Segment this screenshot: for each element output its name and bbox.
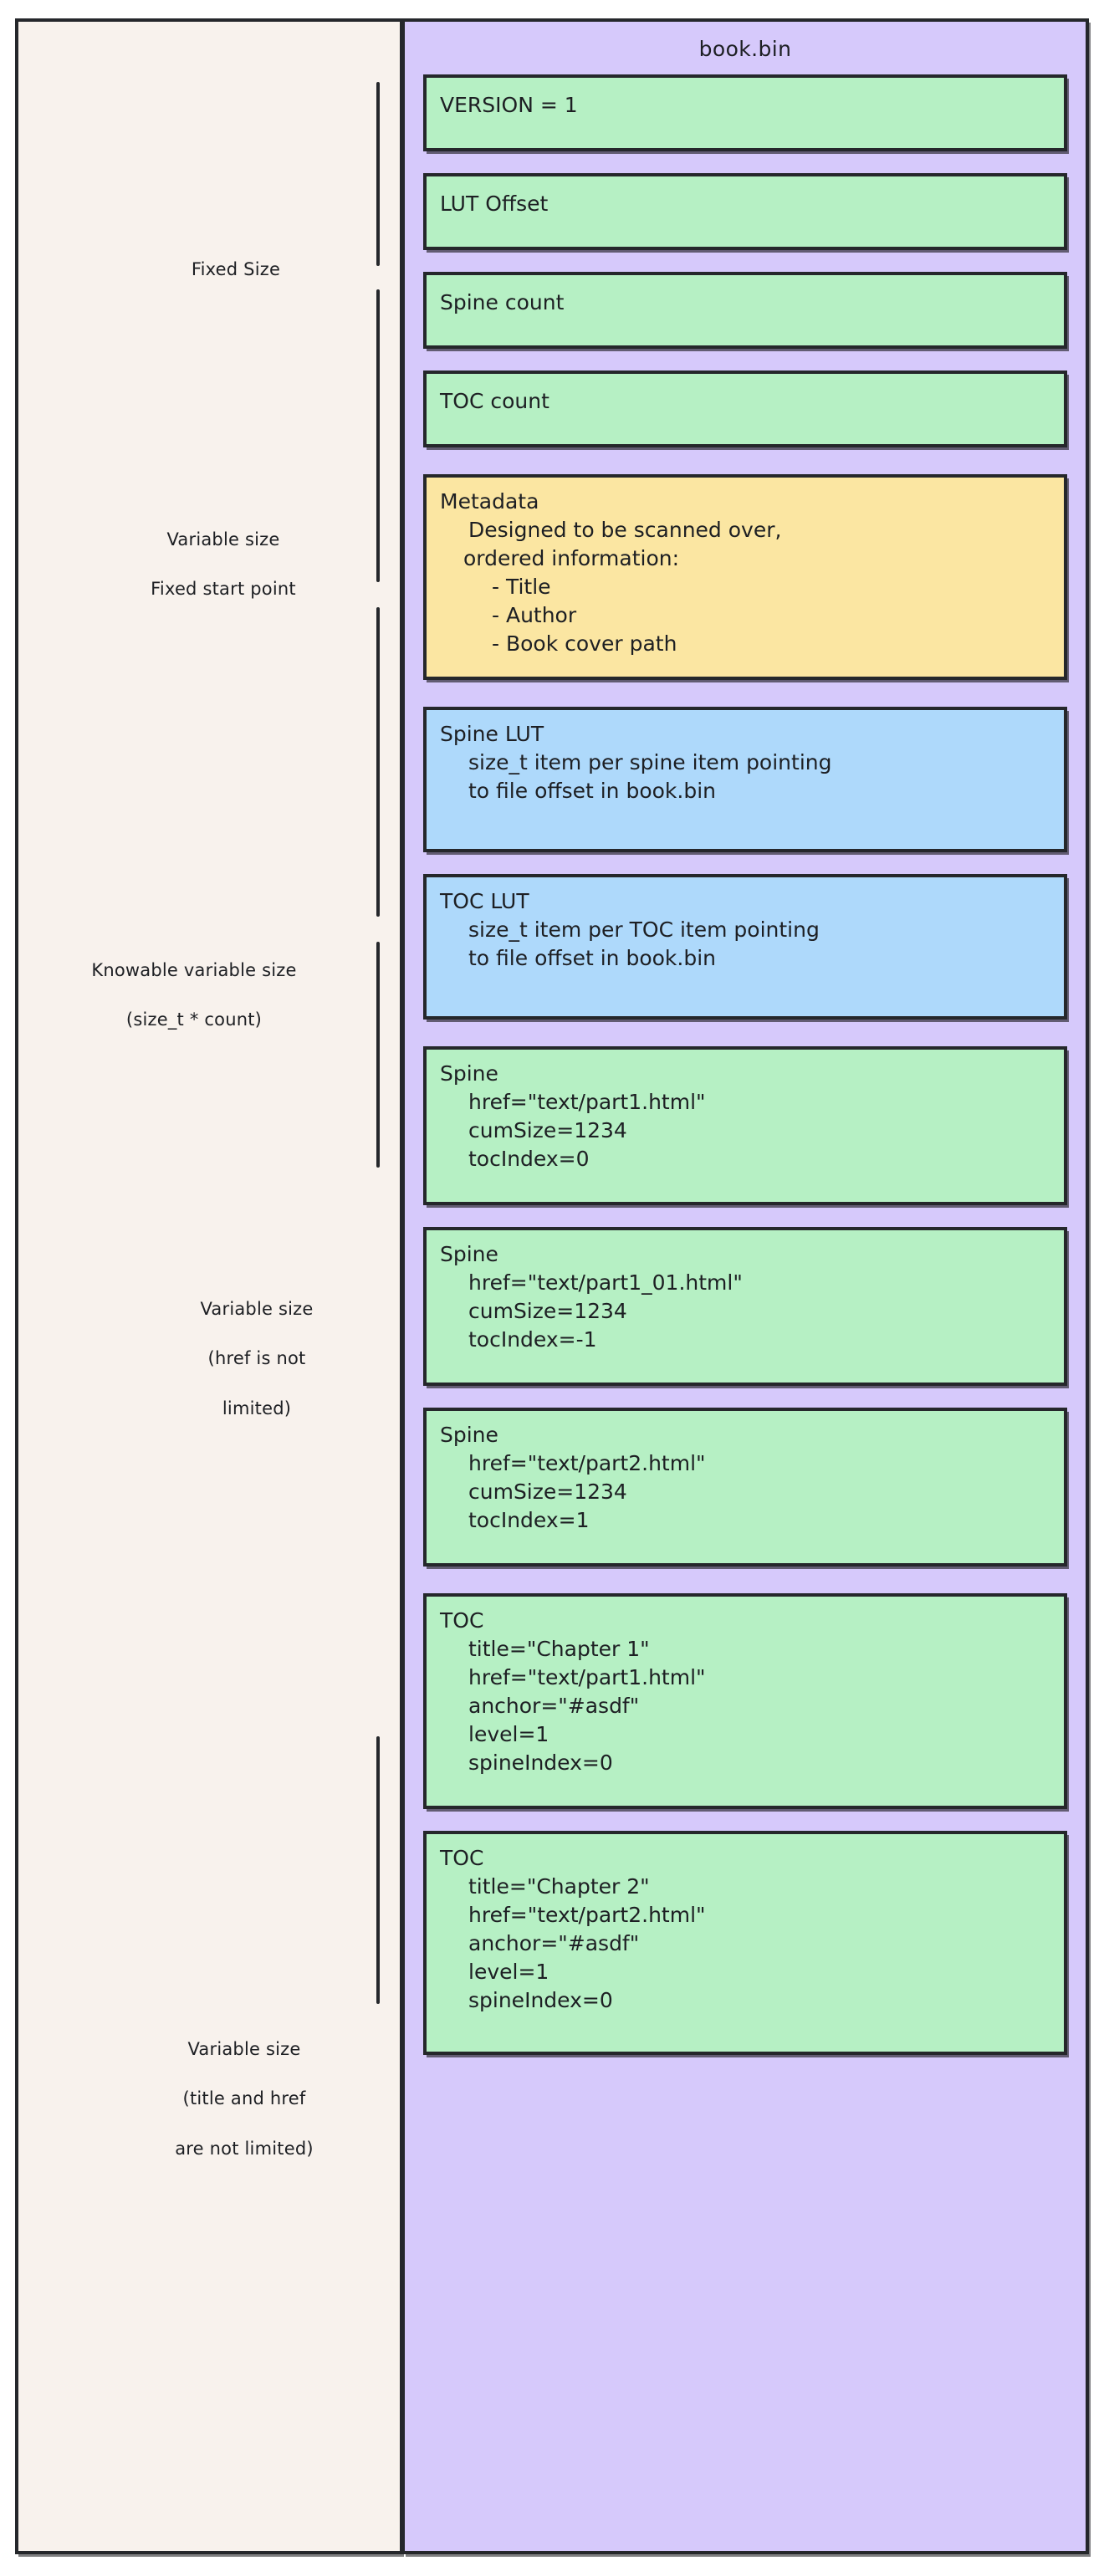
annotation-line: Variable size	[200, 1298, 314, 1319]
record-line: - Author	[492, 603, 577, 627]
annotation-line: (title and href	[182, 2088, 306, 2109]
record-line: ordered information:	[463, 546, 680, 570]
file-title: book.bin	[698, 37, 792, 61]
record-line: Spine	[440, 1242, 498, 1266]
record-line: to file offset in book.bin	[468, 946, 717, 970]
annotation-line: Knowable variable size	[91, 959, 297, 980]
record-line: size_t item per TOC item pointing	[468, 917, 820, 942]
record-line: TOC LUT	[440, 889, 529, 913]
record-line: - Book cover path	[492, 631, 677, 656]
record-line: href="text/part2.html"	[468, 1451, 706, 1475]
record-toc-1: TOC title="Chapter 1" href="text/part1.h…	[423, 1593, 1067, 1809]
record-line: Spine	[440, 1423, 498, 1447]
annotation-fixed-size: Fixed Size	[110, 233, 361, 307]
annotation-line: Variable size	[166, 529, 280, 549]
annotation-line: are not limited)	[175, 2139, 314, 2159]
record-line: TOC	[440, 1608, 484, 1633]
record-spine-count: Spine count	[423, 272, 1067, 349]
record-line: Designed to be scanned over,	[468, 518, 782, 542]
record-line: tocIndex=0	[468, 1147, 590, 1171]
record-line: href="text/part1.html"	[468, 1090, 706, 1114]
file-format-diagram: Fixed Size Variable size Fixed start poi…	[15, 18, 1089, 2554]
annotation-line: limited)	[222, 1398, 292, 1419]
record-line: tocIndex=1	[468, 1508, 590, 1532]
record-line: TOC	[440, 1846, 484, 1870]
record-line: Spine	[440, 1061, 498, 1086]
record-line: level=1	[468, 1960, 549, 1984]
annotation-line: Variable size	[187, 2038, 301, 2059]
record-line: href="text/part1.html"	[468, 1665, 706, 1689]
annotation-variable-fixed-start: Variable size Fixed start point	[85, 503, 361, 627]
record-line: Spine count	[440, 290, 565, 314]
record-line: LUT Offset	[440, 192, 549, 216]
record-line: tocIndex=-1	[468, 1327, 597, 1352]
annotation-line: Fixed Size	[191, 258, 281, 279]
brace-fixed-size	[376, 82, 380, 266]
record-spine-2: Spine href="text/part1_01.html" cumSize=…	[423, 1227, 1067, 1386]
record-line: anchor="#asdf"	[468, 1931, 640, 1955]
annotation-variable-title-href: Variable size (title and href are not li…	[127, 2012, 361, 2187]
record-metadata: Metadata Designed to be scanned over, or…	[423, 474, 1067, 680]
record-line: level=1	[468, 1722, 549, 1746]
record-line: - Title	[492, 575, 551, 599]
record-line: spineIndex=0	[468, 1751, 613, 1775]
record-line: VERSION = 1	[440, 93, 578, 117]
record-toc-lut: TOC LUT size_t item per TOC item pointin…	[423, 874, 1067, 1020]
record-version: VERSION = 1	[423, 74, 1067, 151]
record-toc-count: TOC count	[423, 371, 1067, 447]
annotation-line: (size_t * count)	[125, 1009, 263, 1030]
record-line: Metadata	[440, 489, 539, 514]
record-line: href="text/part1_01.html"	[468, 1270, 743, 1295]
record-spine-1: Spine href="text/part1.html" cumSize=123…	[423, 1046, 1067, 1205]
record-line: to file offset in book.bin	[468, 779, 717, 803]
record-line: cumSize=1234	[468, 1480, 627, 1504]
record-lut-offset: LUT Offset	[423, 173, 1067, 250]
brace-variable-title-href	[376, 1736, 380, 2004]
brace-variable-href	[376, 942, 380, 1168]
annotation-variable-href: Variable size (href is not limited)	[152, 1272, 361, 1447]
record-line: spineIndex=0	[468, 1988, 613, 2012]
annotation-column: Fixed Size Variable size Fixed start poi…	[15, 18, 402, 2554]
file-column: book.bin VERSION = 1 LUT Offset Spine co…	[402, 18, 1089, 2554]
record-line: anchor="#asdf"	[468, 1694, 640, 1718]
brace-knowable-variable	[376, 607, 380, 917]
annotation-line: (href is not	[207, 1348, 306, 1369]
record-line: href="text/part2.html"	[468, 1903, 706, 1927]
annotation-knowable-variable: Knowable variable size (size_t * count)	[27, 933, 361, 1058]
record-spine-3: Spine href="text/part2.html" cumSize=123…	[423, 1408, 1067, 1567]
record-line: cumSize=1234	[468, 1299, 627, 1323]
annotation-line: Fixed start point	[151, 579, 296, 600]
record-line: title="Chapter 1"	[468, 1637, 650, 1661]
record-line: Spine LUT	[440, 722, 544, 746]
record-line: TOC count	[440, 389, 549, 413]
brace-variable-fixed-start	[376, 289, 380, 582]
record-spine-lut: Spine LUT size_t item per spine item poi…	[423, 707, 1067, 852]
record-line: size_t item per spine item pointing	[468, 750, 832, 774]
record-line: cumSize=1234	[468, 1118, 627, 1142]
record-toc-2: TOC title="Chapter 2" href="text/part2.h…	[423, 1831, 1067, 2055]
record-line: title="Chapter 2"	[468, 1874, 650, 1899]
